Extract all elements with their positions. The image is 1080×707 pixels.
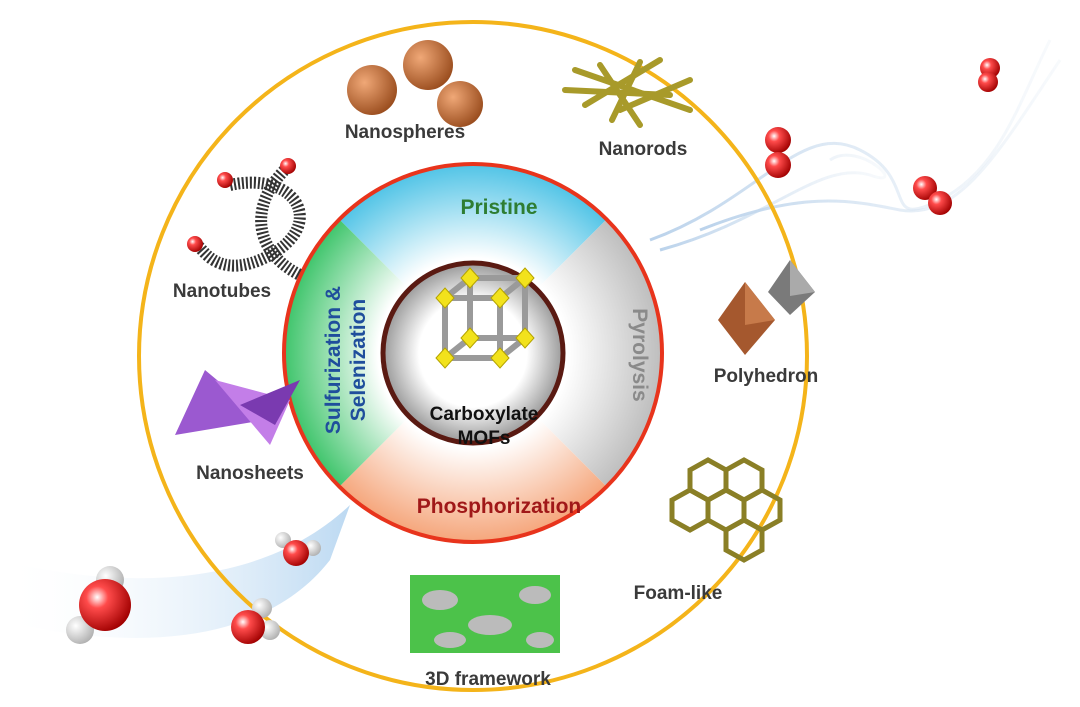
phosphorization-sector xyxy=(340,418,606,542)
framework-3d-icon xyxy=(410,575,560,653)
red-atom-icon xyxy=(217,172,233,188)
sulfurization-sector xyxy=(284,220,408,486)
inner-ring xyxy=(282,162,664,544)
water-stream xyxy=(0,505,350,638)
center-label-1: Carboxylate xyxy=(430,404,539,425)
gas-smoke xyxy=(649,39,1062,252)
oxygen-molecule-icon xyxy=(913,176,952,215)
sulfurization-label: Sulfurization & xyxy=(322,286,345,434)
nanospheres-icon xyxy=(347,40,483,127)
phosphorization-label: Phosphorization xyxy=(417,495,582,518)
polyhedron-label: Polyhedron xyxy=(714,366,819,387)
outer-ring xyxy=(137,20,809,692)
center-label-2: MOFs xyxy=(458,428,511,449)
nanotubes-icon xyxy=(190,160,306,281)
water-molecule-icon xyxy=(275,532,321,566)
nanospheres-label: Nanospheres xyxy=(345,122,465,143)
nanosheets-icon xyxy=(175,370,300,445)
metal-node-icons xyxy=(435,267,535,369)
oxygen-molecule-icon xyxy=(978,58,1000,92)
pyrolysis-sector xyxy=(538,220,662,486)
core-circle xyxy=(380,260,566,446)
water-molecule-icon xyxy=(66,566,131,644)
red-atom-icon xyxy=(187,236,203,252)
nanorods-icon xyxy=(562,57,693,128)
selenization-label: Selenization xyxy=(347,299,370,422)
nanorods-label: Nanorods xyxy=(599,139,688,160)
nanosheets-label: Nanosheets xyxy=(196,463,304,484)
oxygen-molecule-icon xyxy=(765,127,791,178)
foam-label: Foam-like xyxy=(634,583,723,604)
water-molecule-icon xyxy=(231,598,280,644)
foam-icon xyxy=(669,457,783,563)
red-atom-icon xyxy=(280,158,296,174)
polyhedron-icon xyxy=(718,260,815,355)
pristine-sector xyxy=(340,164,606,288)
nanotubes-label: Nanotubes xyxy=(173,281,271,302)
pristine-label: Pristine xyxy=(460,196,537,219)
pyrolysis-label: Pyrolysis xyxy=(628,308,651,401)
framework-3d-label: 3D framework xyxy=(425,669,551,690)
